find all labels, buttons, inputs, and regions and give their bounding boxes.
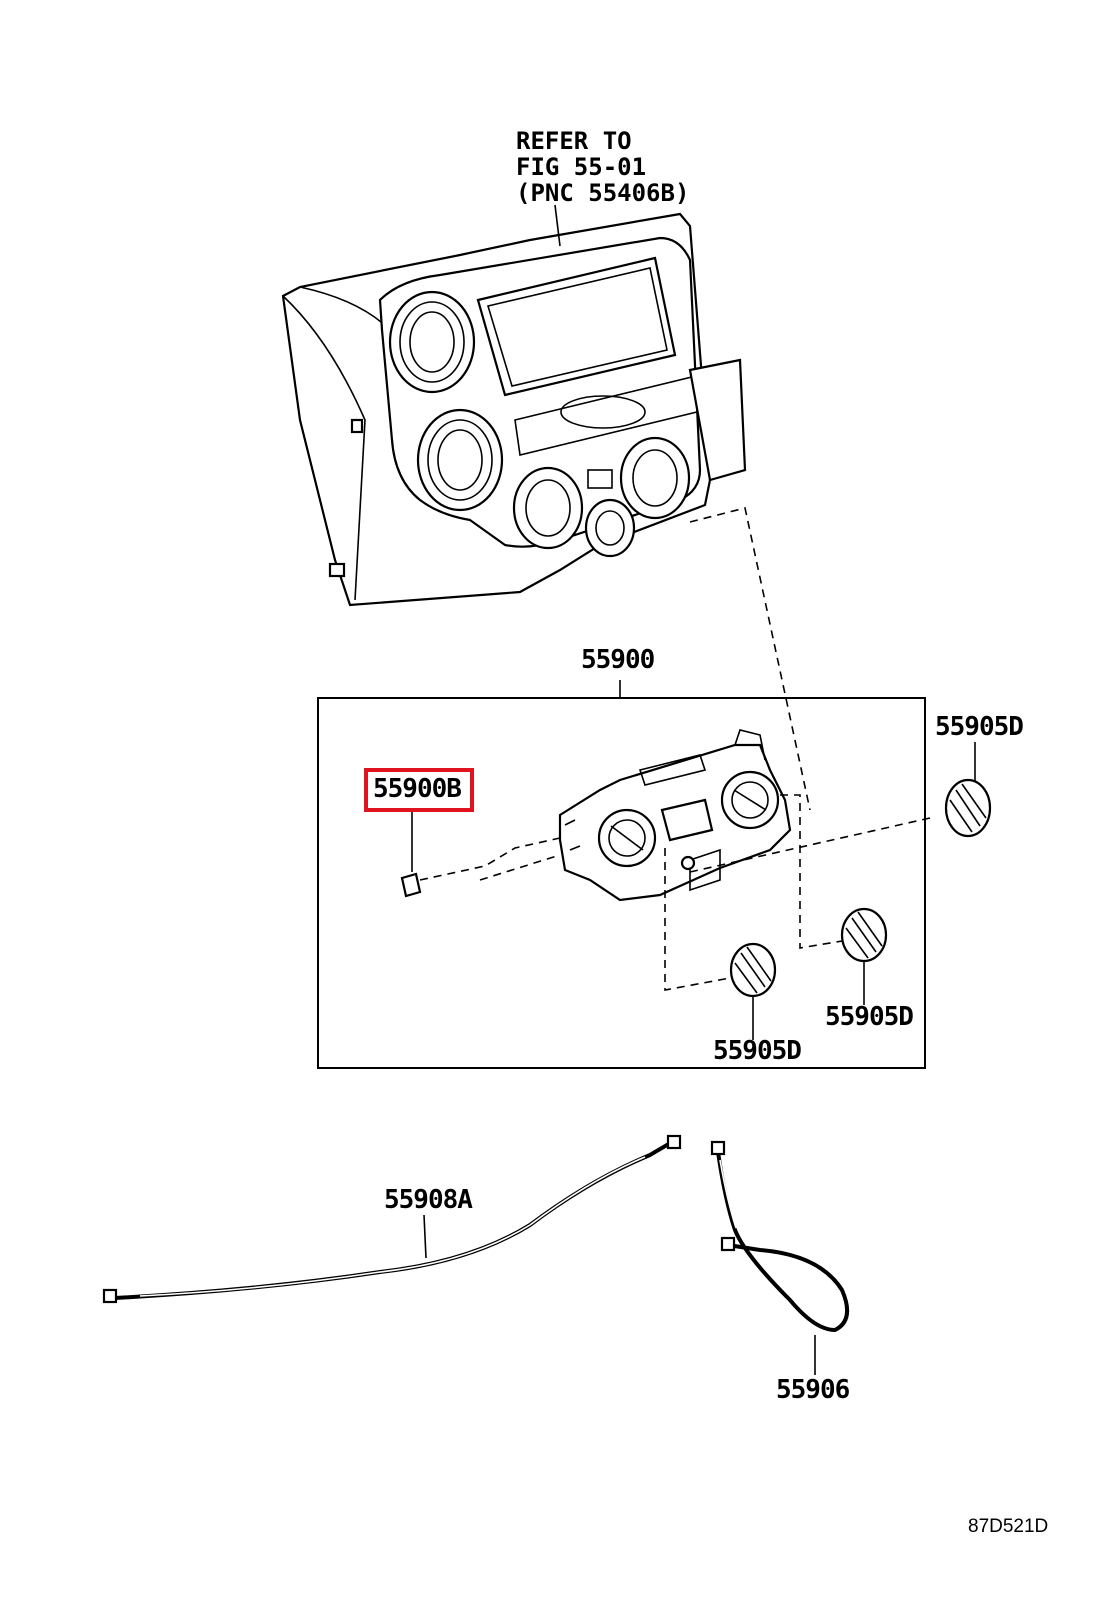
label-knob-right[interactable]: 55905D xyxy=(825,1002,914,1032)
reference-line-2: FIG 55-01 xyxy=(516,153,647,181)
knob-icon[interactable] xyxy=(840,907,888,1005)
reference-note: REFER TO FIG 55-01 (PNC 55406B) xyxy=(516,128,689,206)
dash-panel-icon[interactable] xyxy=(281,212,747,607)
heater-control-icon[interactable] xyxy=(558,729,792,902)
label-screw[interactable]: 55900B xyxy=(373,774,462,804)
knob-icon[interactable] xyxy=(729,942,777,1040)
figure-id: 87D521D xyxy=(968,1516,1049,1537)
cable-icon[interactable] xyxy=(102,1134,682,1304)
label-knob-top[interactable]: 55905D xyxy=(935,712,1024,742)
cable-icon[interactable] xyxy=(710,1140,850,1375)
assembly-box xyxy=(317,697,926,1069)
label-assembly[interactable]: 55900 xyxy=(581,645,655,675)
label-cable-loop[interactable]: 55906 xyxy=(776,1375,850,1405)
knob-icon[interactable] xyxy=(944,742,992,838)
reference-line-3: (PNC 55406B) xyxy=(516,179,690,207)
reference-line-1: REFER TO xyxy=(516,127,632,155)
screw-icon[interactable] xyxy=(400,810,422,898)
highlight-box xyxy=(364,768,474,812)
label-knob-bottom[interactable]: 55905D xyxy=(713,1036,802,1066)
label-cable-long[interactable]: 55908A xyxy=(384,1185,473,1215)
